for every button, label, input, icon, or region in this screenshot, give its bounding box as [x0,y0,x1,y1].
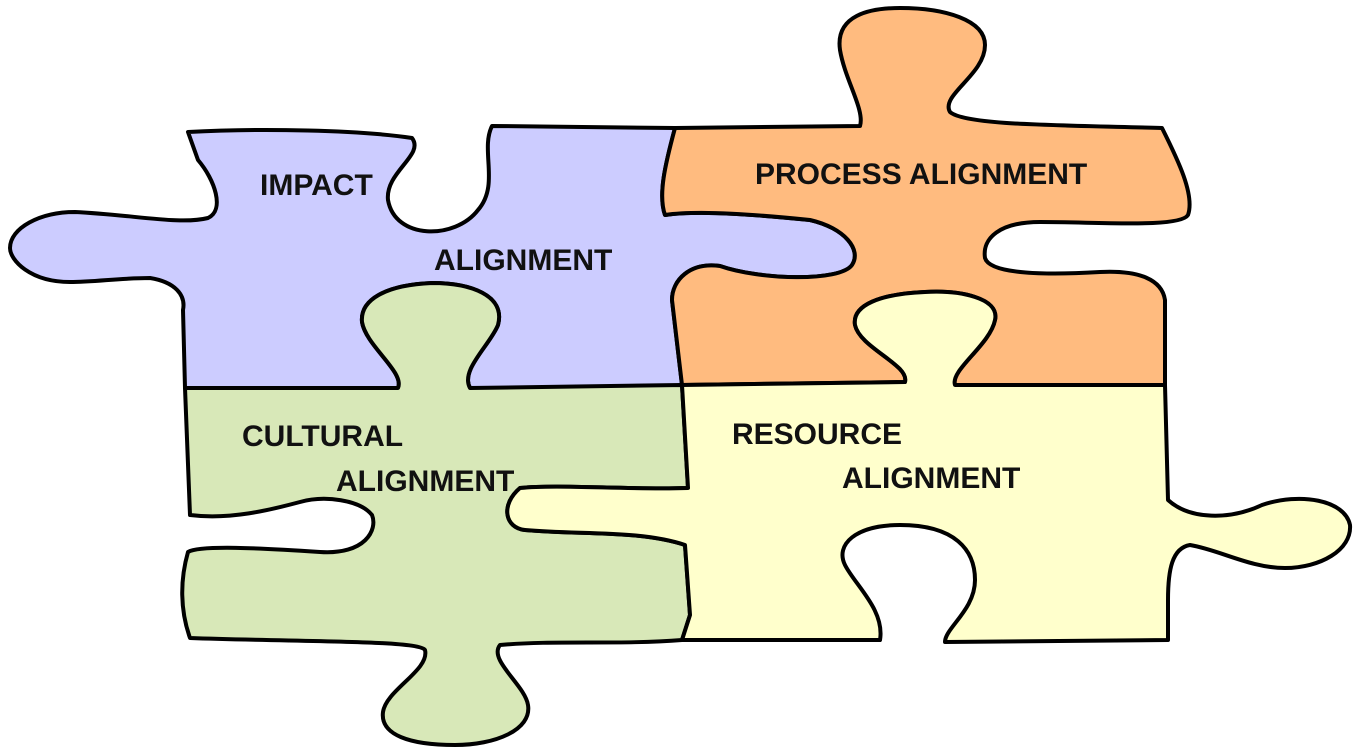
resource-piece [505,289,1353,644]
cultural-label-line-2: ALIGNMENT [336,465,514,498]
process-piece [660,6,1192,387]
resource-label-line-1: RESOURCE [732,418,902,451]
impact-label-line-1: IMPACT [260,169,373,202]
cultural-piece [180,281,692,747]
resource-label-line-2: ALIGNMENT [842,462,1020,495]
process-label: PROCESS ALIGNMENT [755,158,1087,191]
cultural-label-line-1: CULTURAL [242,420,403,453]
impact-label-line-2: ALIGNMENT [434,244,612,277]
